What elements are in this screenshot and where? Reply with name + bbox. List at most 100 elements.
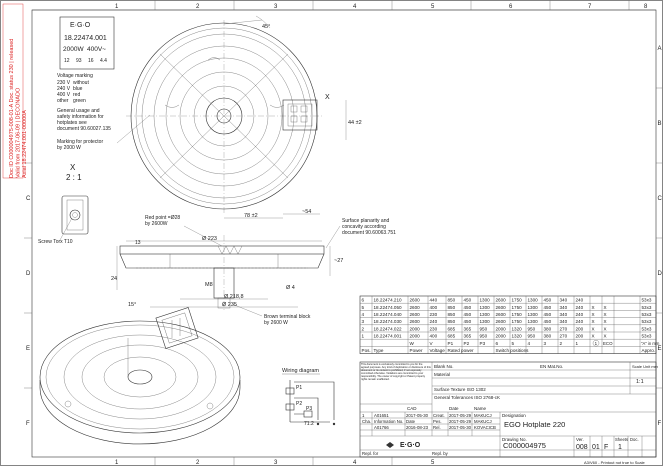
table-cell-w: 2000 [410, 334, 421, 339]
table-unit: P1 [448, 341, 454, 346]
table-cell-c2: X [604, 326, 607, 331]
table-unit: P3 [480, 341, 486, 346]
table-cell-c2: X [604, 334, 607, 339]
rev-2-b: Information No. [374, 419, 403, 424]
table-cell-s6: 2600 [496, 298, 507, 303]
replaced-for: Repl. for [362, 451, 379, 456]
surface-texture: Surface Texture ISO 1302 [434, 387, 486, 392]
voltage-230: 230 V [57, 80, 71, 86]
table-cell-s1: 200 [576, 334, 584, 339]
row-b: B [658, 121, 662, 127]
rev-1-e: 2017-05-29 [449, 413, 472, 418]
table-cell-s5: 1320 [512, 334, 523, 339]
rev-2-f: MAKUCJ [474, 419, 492, 424]
table-cell-type: 18.22474.030 [374, 319, 403, 324]
table-eco: ECO [603, 341, 613, 346]
stamp-line-1: Doc ID C000004975-008-01-A Doc. status 2… [9, 39, 15, 178]
pin-71: 71.2 [304, 421, 314, 427]
sheets-label: Sheets [615, 437, 628, 442]
table-cell-v: 400 [430, 305, 438, 310]
voltage-400: 400 V [57, 92, 71, 98]
rev-3-e: 2017-05-30 [449, 425, 472, 430]
table-cell-c1: X [592, 326, 595, 331]
col-2: 2 [196, 4, 200, 10]
rev-2-e: 2017-05-29 [449, 419, 472, 424]
table-cell-s1: 240 [576, 305, 584, 310]
general-1: General usage and [57, 108, 100, 114]
rating-label: E·G·O 18.22474.001 2000W 400V~ 12 93 16 … [59, 16, 115, 70]
table-unit: P2 [464, 341, 470, 346]
table-cell-appro: 53x3 [642, 319, 652, 324]
variants-table: 6 18.22474.210 2600 440 850 450 1300 2600 1750 13… [359, 295, 660, 354]
dim-218: Ø 218,8 [224, 294, 244, 300]
ver-value-2: 01 [592, 444, 600, 451]
table-cell-v: 440 [430, 298, 438, 303]
table-unit-note: "A" in mm [641, 341, 660, 346]
voltage-240-color: blue [73, 86, 83, 92]
table-cell-w: 2000 [410, 326, 421, 331]
rev-1-a: 1 [362, 413, 365, 418]
ver-value-3: F [604, 444, 608, 451]
table-cell-s1: 240 [576, 312, 584, 317]
pin-p1: P1 [296, 385, 302, 391]
table-unit: 4 [528, 341, 531, 346]
table-cell-v: 400 [430, 334, 438, 339]
table-cell-c1: X [592, 312, 595, 317]
table-cell-v: 240 [430, 319, 438, 324]
table-cell-s4: 1300 [528, 298, 539, 303]
col-3: 3 [274, 4, 278, 10]
table-cell-p3: 1300 [480, 298, 491, 303]
dim-27: ~27 [334, 258, 343, 264]
table-cell-s6: 2600 [496, 319, 507, 324]
table-header: Pos. [362, 348, 371, 353]
plate-section-view: Ø 223 Ø 218,8 Ø 235 M8 Ø 4 ~27 24 13 15° [111, 235, 343, 312]
table-cell-p3: 950 [480, 334, 488, 339]
terminal-1: Brown terminal block [264, 314, 311, 320]
date-label: Date [449, 406, 459, 411]
rev-3-f: KOVACICB [474, 425, 496, 430]
table-cell-appro: 53x3 [642, 312, 652, 317]
label-small-1: 12 [64, 58, 70, 64]
table-header: Appro. [642, 348, 656, 353]
table-cell-type: 18.22474.210 [374, 298, 403, 303]
table-cell-s2: 340 [560, 305, 568, 310]
table-cell-p1: 685 [448, 334, 456, 339]
table-cell-type: 18.22474.050 [374, 305, 403, 310]
label-power: 2000W [63, 46, 84, 53]
material-label: Material [434, 372, 450, 377]
table-cell-s3: 450 [544, 305, 552, 310]
drawing-no: C000004975 [503, 441, 546, 450]
copyright-warning: This document is exclusively committed t… [361, 363, 431, 382]
table-cell-pos: 5 [362, 305, 365, 310]
table-cell-type: 18.22474.022 [374, 326, 403, 331]
rev-1-b: A01651 [374, 413, 389, 418]
col-5-bottom: 5 [431, 460, 435, 466]
table-cell-w: 2600 [410, 312, 421, 317]
drawing-no-label: Drawing No. [502, 437, 527, 442]
rev-2-c: Date [406, 419, 416, 424]
table-cell-appro: 53x3 [642, 334, 652, 339]
label-part: 18.22474.001 [64, 35, 107, 42]
table-cell-s2: 340 [560, 298, 568, 303]
table-cell-s5: 1750 [512, 305, 523, 310]
table-cell-c1: X [592, 305, 595, 310]
table-unit: 6 [496, 341, 499, 346]
table-header: Switch positions [496, 348, 530, 353]
red-point-1: Red point =Ø28 [145, 215, 180, 221]
label-small-3: 16 [88, 58, 94, 64]
table-cell-s4: 950 [528, 326, 536, 331]
row-d: D [658, 271, 663, 277]
voltage-title: Voltage marking [57, 73, 93, 79]
row-f-left: F [26, 421, 30, 427]
table-cell-v: 230 [430, 326, 438, 331]
table-cell-p1: 850 [448, 298, 456, 303]
col-8: 8 [644, 4, 648, 10]
col-1-bottom: 1 [115, 460, 119, 466]
dim-78: 78 ±2 [244, 213, 258, 219]
doc-status-stamp: Doc ID C000004975-008-01-A Doc. status 2… [9, 39, 28, 178]
rev-2-d: Pes. [433, 419, 442, 424]
table-unit: 2 [560, 341, 563, 346]
rev-1-d: Creat. [433, 413, 445, 418]
col-7: 7 [588, 4, 592, 10]
